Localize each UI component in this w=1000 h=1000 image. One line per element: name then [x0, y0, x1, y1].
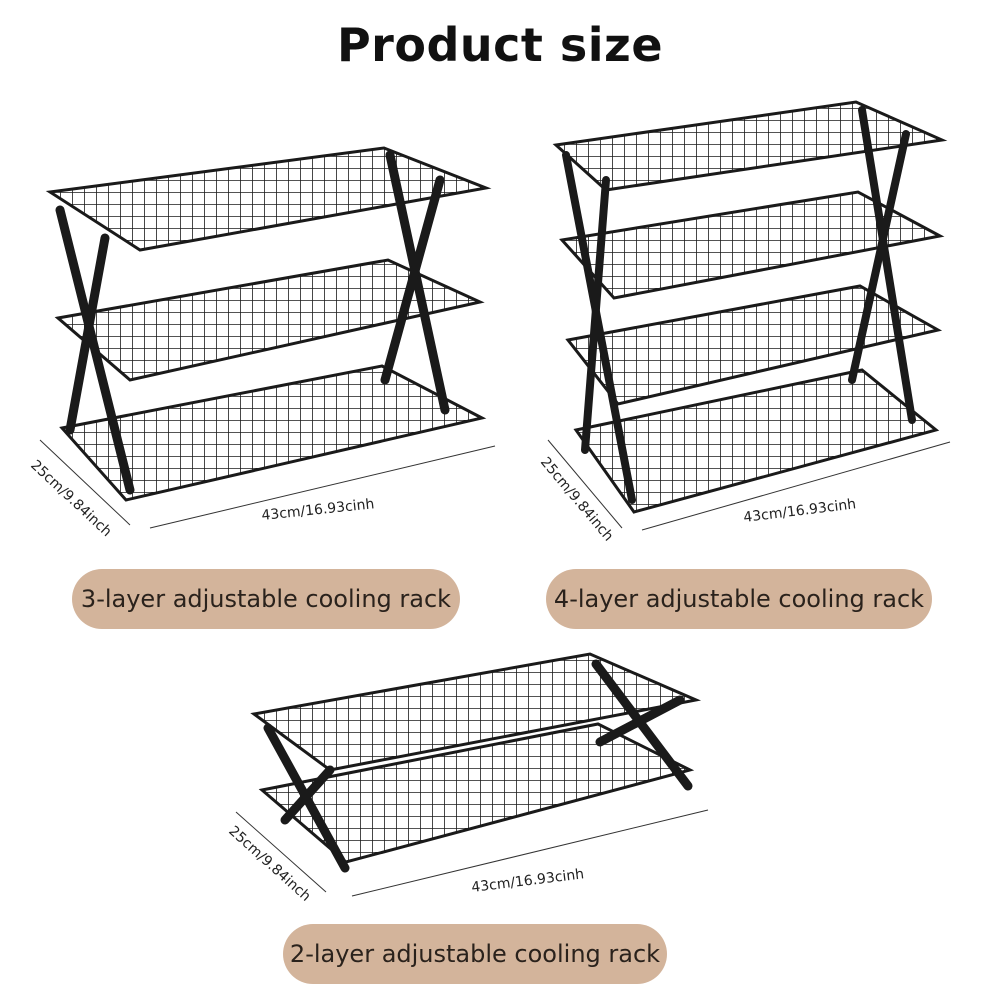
product-label-4-layer: 4-layer adjustable cooling rack	[546, 569, 932, 629]
shelf-4	[573, 368, 940, 514]
shelf-bottom	[59, 364, 487, 502]
product-label-2-layer: 2-layer adjustable cooling rack	[283, 924, 667, 984]
rack-4-layer-illustration: 25cm/9.84inch 43cm/16.93cinh	[537, 100, 951, 545]
shelf-1	[552, 100, 948, 192]
shelf-top	[250, 652, 702, 772]
page-title: Product size	[336, 18, 664, 72]
shelf-3	[565, 284, 943, 406]
rack-2-layer-illustration: 25cm/9.84inch 43cm/16.93cinh	[225, 652, 709, 905]
shelf-middle	[54, 258, 485, 382]
rack-legs	[55, 150, 450, 495]
width-dimension-label: 43cm/16.93cinh	[471, 866, 585, 896]
rack-4-layer-figure: 25cm/9.84inch 43cm/16.93cinh 4-layer adj…	[537, 100, 951, 629]
depth-dimension-label: 25cm/9.84inch	[225, 823, 313, 905]
rack-legs	[562, 106, 916, 504]
rack-legs	[263, 659, 693, 873]
rack-3-layer-illustration: 25cm/9.84inch 43cm/16.93cinh	[27, 146, 496, 540]
product-label-3-layer: 3-layer adjustable cooling rack	[72, 569, 460, 629]
rack-3-layer-figure: 25cm/9.84inch 43cm/16.93cinh 3-layer adj…	[0, 0, 500, 629]
shelf-top	[45, 146, 492, 252]
shelf-bottom	[258, 722, 695, 864]
